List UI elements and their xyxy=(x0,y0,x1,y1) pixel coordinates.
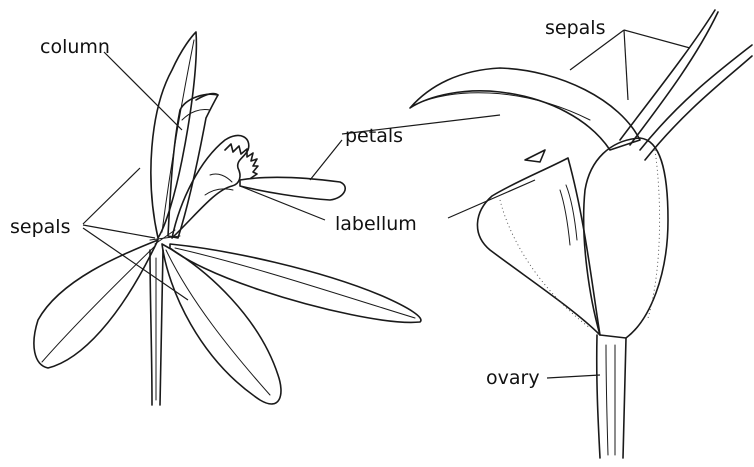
right-lip xyxy=(477,158,600,335)
label-sepals-left: sepals xyxy=(10,216,70,238)
left-sepal-lower-right xyxy=(162,244,281,404)
label-labellum: labellum xyxy=(335,213,417,235)
left-flower-stem xyxy=(150,250,163,405)
right-flower xyxy=(410,10,752,458)
right-curved-petal xyxy=(410,68,640,150)
label-petals: petals xyxy=(345,125,403,147)
label-sepals-right: sepals xyxy=(545,17,605,39)
label-ovary: ovary xyxy=(486,367,540,389)
right-flower-ovary xyxy=(597,335,626,458)
left-upper-petal xyxy=(240,177,345,200)
label-column: column xyxy=(40,36,110,58)
